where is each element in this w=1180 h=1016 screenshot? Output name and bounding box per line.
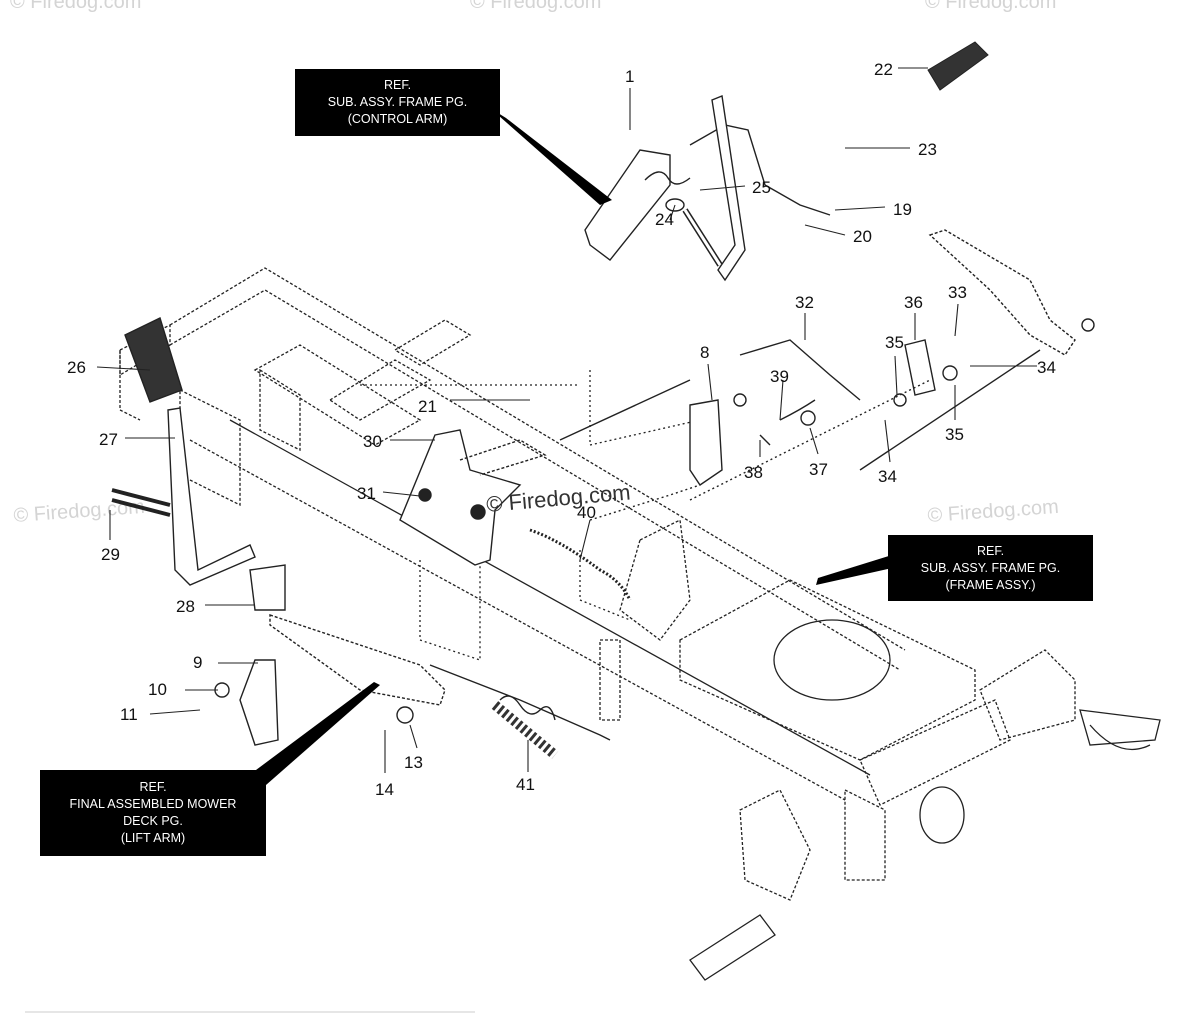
callout-22: 22 [874, 60, 893, 79]
lift-lever-assembly [111, 317, 286, 611]
callout-1: 1 [625, 67, 634, 86]
ref-line: REF. [383, 78, 412, 92]
ref-line: (LIFT ARM) [120, 831, 186, 845]
callout-37: 37 [809, 460, 828, 479]
ref-box-control-arm: REF. SUB. ASSY. FRAME PG. (CONTROL ARM) [295, 69, 500, 136]
ref-line: SUB. ASSY. FRAME PG. [920, 560, 1061, 575]
callout-20: 20 [853, 227, 872, 246]
callout-23: 23 [918, 140, 937, 159]
callout-39: 39 [770, 367, 789, 386]
callout-14: 14 [375, 780, 394, 799]
ref-line: (CONTROL ARM) [347, 112, 448, 126]
ref-pointer-control-arm [490, 108, 612, 205]
control-handle-grip-22 [927, 41, 989, 91]
leader-lines [96, 67, 1037, 773]
callout-34-right: 34 [1037, 358, 1056, 377]
callout-19: 19 [893, 200, 912, 219]
callout-13: 13 [404, 753, 423, 772]
control-arm-assembly [584, 95, 831, 282]
callout-36: 36 [904, 293, 923, 312]
callout-8: 8 [700, 343, 709, 362]
callout-25: 25 [752, 178, 771, 197]
ref-line: (FRAME ASSY.) [945, 577, 1036, 592]
callout-21: 21 [418, 397, 437, 416]
ref-box-lift-arm: REF. FINAL ASSEMBLED MOWER DECK PG. (LIF… [40, 770, 266, 856]
ref-box-frame-assy: REF. SUB. ASSY. FRAME PG. (FRAME ASSY.) [888, 535, 1093, 601]
callout-41: 41 [516, 775, 535, 794]
lift-arm-assembly [214, 614, 611, 759]
watermark-right: © Firedog.com [927, 496, 1060, 527]
ref-line: REF. [139, 780, 167, 794]
callout-35-upper: 35 [885, 333, 904, 352]
ref-line: SUB. ASSY. FRAME PG. [327, 95, 468, 109]
callout-32: 32 [795, 293, 814, 312]
callout-26: 26 [67, 358, 86, 377]
callout-30: 30 [363, 432, 382, 451]
callout-35-lower: 35 [945, 425, 964, 444]
callout-28: 28 [176, 597, 195, 616]
callout-27: 27 [99, 430, 118, 449]
watermark-top-left: © Firedog.com [10, 0, 141, 13]
callout-33: 33 [948, 283, 967, 302]
mower-frame [119, 267, 1161, 981]
ref-line: DECK PG. [123, 814, 183, 828]
callout-31: 31 [357, 484, 376, 503]
callout-labels: 1 8 9 10 11 13 14 19 20 21 22 23 24 25 2… [67, 60, 1056, 799]
ref-line: FINAL ASSEMBLED MOWER [69, 797, 237, 811]
ref-pointer-frame-assy [816, 555, 892, 585]
callout-24: 24 [655, 210, 674, 229]
watermark-top-right: © Firedog.com [925, 0, 1056, 13]
watermark-top-center: © Firedog.com [470, 0, 601, 13]
bracket-assembly [399, 429, 632, 601]
linkage-assembly [559, 229, 1095, 521]
callout-40: 40 [577, 503, 596, 522]
callout-10: 10 [148, 680, 167, 699]
ref-pointer-lift-arm [256, 682, 380, 785]
callout-11: 11 [120, 705, 138, 724]
watermark-left: © Firedog.com [13, 496, 146, 527]
ref-line: REF. [976, 543, 1005, 558]
callout-29: 29 [101, 545, 120, 564]
callout-34-lower: 34 [878, 467, 897, 486]
callout-38: 38 [744, 463, 763, 482]
callout-9: 9 [193, 653, 202, 672]
